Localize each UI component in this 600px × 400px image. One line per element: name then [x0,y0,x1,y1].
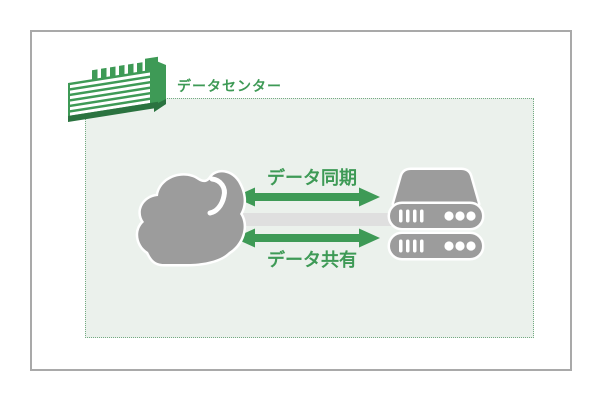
server-stack-icon [387,167,485,261]
datacenter-label: データセンター [177,78,282,94]
datacenter-building-icon [68,56,166,122]
connection-band [232,213,398,226]
cloud-icon [135,170,247,267]
share-label: データ共有 [267,250,357,270]
share-double-arrow-icon [234,228,380,248]
sync-double-arrow-icon [234,187,380,207]
sync-label: データ同期 [267,168,357,188]
